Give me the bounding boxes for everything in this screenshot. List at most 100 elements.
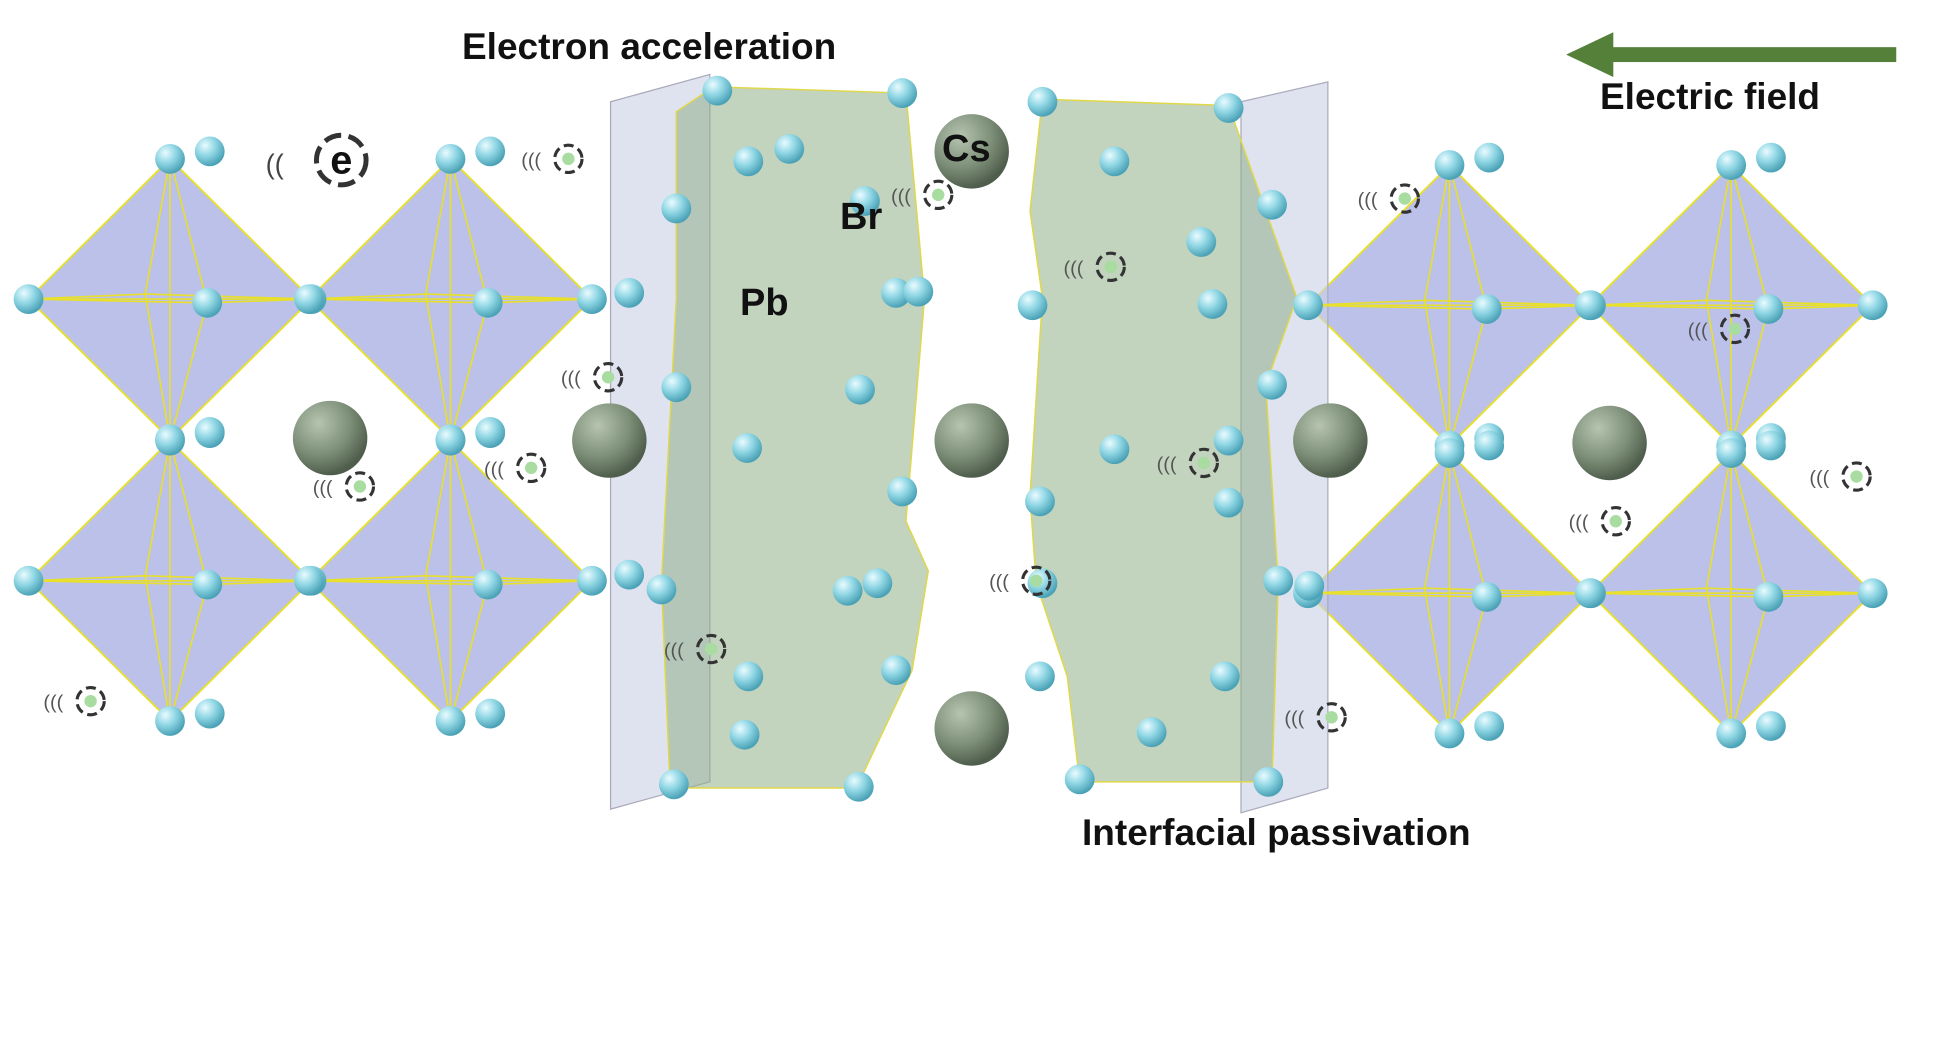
br-atom xyxy=(1213,487,1244,518)
bond xyxy=(169,440,209,585)
br-atom xyxy=(646,574,677,605)
electron-big-icon: (( e xyxy=(266,132,369,188)
cs-atom xyxy=(1293,403,1368,478)
electron-icon: ((( xyxy=(1284,702,1347,733)
bond xyxy=(28,293,146,300)
bond xyxy=(144,158,171,295)
br-atom xyxy=(294,565,324,596)
br-atom xyxy=(1434,438,1465,468)
svg-text:(((: ((( xyxy=(891,185,911,207)
br-atom xyxy=(435,143,466,174)
svg-text:((: (( xyxy=(266,149,284,180)
electric-field-label: Electric field xyxy=(1600,76,1821,117)
svg-text:(((: ((( xyxy=(989,571,1009,593)
br-atom xyxy=(1474,711,1505,741)
br-atom xyxy=(1099,434,1130,465)
bond-layer xyxy=(28,158,1873,734)
br-atom xyxy=(1857,290,1888,321)
bond xyxy=(1423,452,1451,589)
svg-text:(((: ((( xyxy=(561,368,581,390)
bond xyxy=(449,302,489,440)
br-atom xyxy=(1716,718,1747,749)
br-label: Br xyxy=(840,196,883,238)
svg-text:(((: ((( xyxy=(1809,467,1829,489)
bond xyxy=(449,440,489,585)
br-atom xyxy=(614,559,645,590)
electron-icon: ((( xyxy=(313,471,376,502)
electron-icon: ((( xyxy=(1688,313,1751,345)
electron-icon: ((( xyxy=(1358,183,1421,214)
br-atom xyxy=(881,277,911,308)
br-atom xyxy=(1756,711,1786,741)
br-atom xyxy=(661,372,692,403)
bond xyxy=(425,293,592,300)
br-atom xyxy=(1293,290,1323,321)
br-atom xyxy=(1471,582,1502,612)
br-atom xyxy=(1857,578,1888,609)
br-atom xyxy=(472,287,503,318)
electron-icon: ((( xyxy=(521,143,584,175)
br-atom xyxy=(1474,430,1505,461)
cs-atom xyxy=(934,691,1009,766)
bond xyxy=(1448,596,1488,734)
bond xyxy=(424,293,452,440)
electron-icon: ((( xyxy=(891,179,954,211)
cs-atom xyxy=(934,403,1009,478)
cs-label: Cs xyxy=(942,128,991,170)
bond xyxy=(449,584,489,722)
cs-layer xyxy=(292,114,1647,766)
br-atom xyxy=(194,418,225,449)
bond xyxy=(1706,587,1873,595)
bond xyxy=(449,158,489,304)
br-atom xyxy=(887,78,918,108)
atom-layer xyxy=(13,75,1888,802)
bond xyxy=(1448,164,1488,310)
br-atom xyxy=(732,433,762,463)
bond xyxy=(1424,299,1591,307)
bond xyxy=(1307,587,1425,595)
svg-text:(((: ((( xyxy=(1688,319,1708,341)
bond xyxy=(1730,164,1770,310)
br-atom xyxy=(1471,294,1502,324)
br-atom xyxy=(577,565,607,596)
br-atom xyxy=(702,75,733,106)
br-atom xyxy=(1753,582,1784,612)
br-atom xyxy=(832,575,863,606)
bond xyxy=(424,575,452,722)
bond xyxy=(1730,308,1770,446)
pb-label: Pb xyxy=(740,282,789,324)
br-atom xyxy=(1263,565,1294,596)
br-atom xyxy=(1213,425,1244,456)
br-atom xyxy=(1756,142,1786,173)
cs-atom xyxy=(292,400,368,476)
electron-icon: ((( xyxy=(1157,447,1219,479)
br-atom xyxy=(472,569,503,600)
br-atom xyxy=(155,143,185,174)
br-atom xyxy=(1716,438,1747,468)
bond xyxy=(28,575,146,582)
electron-icon: ((( xyxy=(484,452,547,484)
br-atom xyxy=(1753,294,1784,324)
electron-acceleration-label: Electron acceleration xyxy=(462,26,837,67)
bond xyxy=(1423,164,1451,301)
br-atom xyxy=(577,284,607,314)
br-atom xyxy=(1294,570,1325,601)
br-atom xyxy=(862,568,893,599)
bond xyxy=(144,575,171,722)
svg-text:(((: ((( xyxy=(1284,708,1304,730)
br-atom xyxy=(435,425,466,456)
br-atom xyxy=(1434,150,1465,180)
br-atom xyxy=(1064,764,1095,795)
electron-icon: ((( xyxy=(664,633,727,665)
svg-text:(((: ((( xyxy=(43,692,63,714)
cs-atom xyxy=(1572,405,1647,481)
bond xyxy=(145,293,312,300)
electron-label: e xyxy=(330,139,352,183)
br-atom xyxy=(1716,150,1747,180)
br-atom xyxy=(13,284,44,314)
br-atom xyxy=(1017,290,1048,321)
right-green-block xyxy=(1029,98,1298,783)
cs-atom xyxy=(572,403,647,478)
br-atom xyxy=(774,134,805,164)
